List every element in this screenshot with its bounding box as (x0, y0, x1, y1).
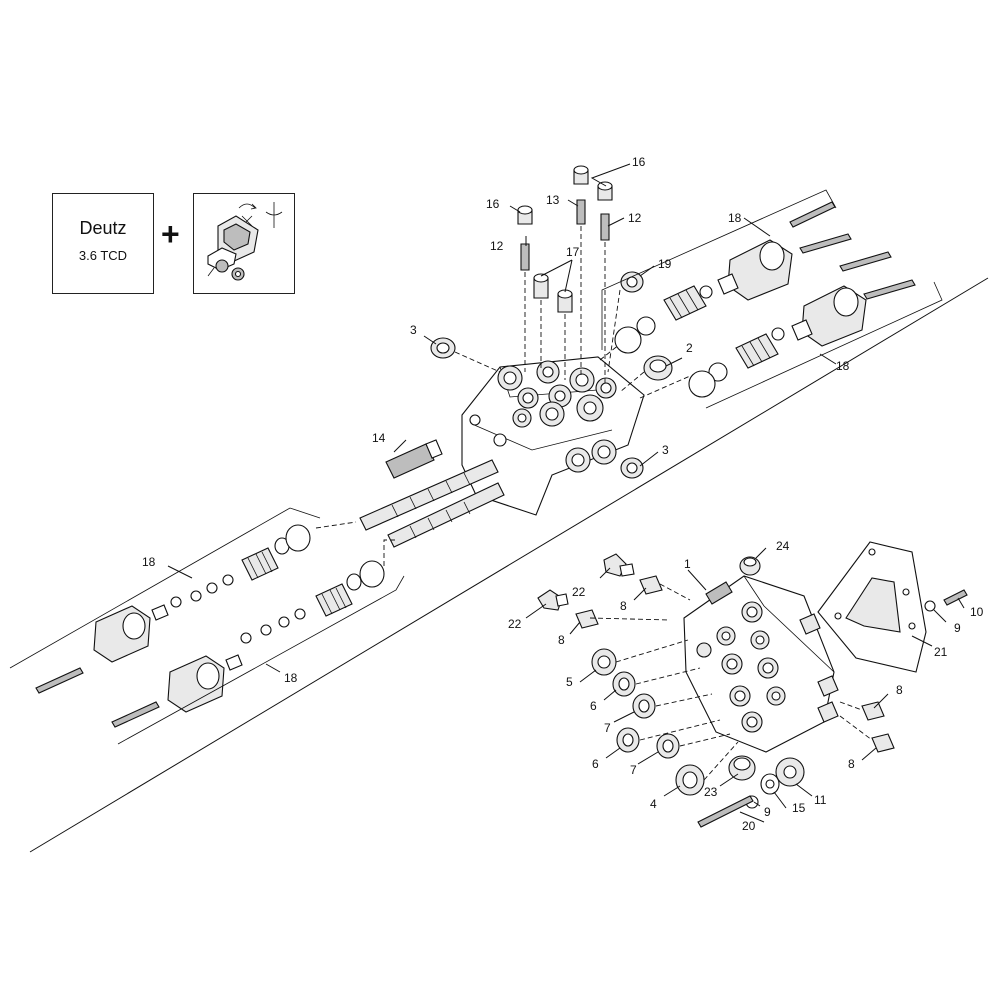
callout-22-upper: 22 (572, 585, 586, 599)
part-17-plug-b (557, 289, 573, 313)
callout-18-upper-right: 18 (728, 211, 742, 225)
part-4-plug (675, 764, 705, 796)
callout-13: 13 (546, 193, 560, 207)
callout-23: 23 (704, 785, 718, 799)
callout-9-bottom: 9 (764, 805, 771, 819)
callout-18-right: 18 (836, 359, 850, 373)
rotary-valve-option-icon (207, 202, 283, 281)
part-3-plug-top (430, 337, 456, 359)
callout-8-right-upper: 8 (896, 683, 903, 697)
callout-16-left: 16 (486, 197, 500, 211)
part-12-spring-b (600, 213, 610, 241)
part-24-cap (739, 556, 761, 576)
part-6-fitting-a (612, 671, 636, 697)
option-icon-box (193, 193, 295, 294)
engine-name: Deutz (79, 218, 127, 238)
leader-lines (167, 163, 965, 823)
part-2-cap (643, 355, 673, 381)
part-3-plug-side (620, 457, 644, 479)
part-8-fitting-d (871, 733, 895, 753)
lower-left-solenoid-group-a (35, 524, 311, 694)
part-11-spacer (775, 757, 805, 787)
part-20-bolt (697, 795, 754, 828)
callout-3-top: 3 (410, 323, 417, 337)
callout-1: 1 (684, 557, 691, 571)
bracket-upper-right-18a (601, 189, 837, 350)
engine-label-box: Deutz 3.6 TCD (52, 193, 154, 294)
callout-8-left: 8 (558, 633, 565, 647)
part-12-spring-a (520, 243, 530, 271)
part-22-elbow-fitting-a (603, 553, 635, 577)
callout-4: 4 (650, 797, 657, 811)
part-7-fitting-a (632, 693, 656, 719)
callout-7-lower: 7 (630, 763, 637, 777)
callout-10: 10 (970, 605, 984, 619)
callout-6-upper: 6 (590, 699, 597, 713)
callout-11: 11 (814, 793, 827, 807)
callout-18-lower-left: 18 (284, 671, 298, 685)
lower-left-insertion-line-a (315, 521, 357, 529)
callout-8-top: 8 (620, 599, 627, 613)
callout-3-side: 3 (662, 443, 669, 457)
part-21-mounting-plate (817, 541, 927, 673)
part-16-cap-b (573, 165, 589, 185)
part-17-plug-a (533, 273, 549, 299)
upper-spool-1 (359, 459, 499, 531)
part-5-fitting (591, 648, 617, 676)
lower-valve-body (683, 575, 839, 753)
part-14-relief-valve (385, 439, 443, 479)
plus-symbol: + (161, 216, 180, 252)
upper-spool-2 (387, 482, 505, 548)
lower-insertion-lines (589, 583, 873, 781)
callout-9-right: 9 (954, 621, 961, 635)
callout-14: 14 (372, 431, 386, 445)
part-19-plug (620, 271, 644, 293)
callout-12-left: 12 (490, 239, 504, 253)
part-10-bolt (943, 589, 968, 606)
callout-2: 2 (686, 341, 693, 355)
part-23-cap (728, 755, 756, 781)
part-9-washer-b (924, 600, 936, 612)
callout-12-right: 12 (628, 211, 642, 225)
callout-17: 17 (566, 245, 580, 259)
callout-7-upper: 7 (604, 721, 611, 735)
callout-15: 15 (792, 801, 806, 815)
bracket-upper-right-18b (705, 281, 943, 409)
callout-5: 5 (566, 675, 573, 689)
upper-right-solenoid-group-a (614, 201, 852, 354)
callout-20: 20 (742, 819, 756, 833)
engine-model: 3.6 TCD (78, 248, 128, 263)
part-6-fitting-b (616, 727, 640, 753)
callout-18-left: 18 (142, 555, 156, 569)
section-divider-line (29, 277, 989, 853)
upper-insertion-lines (454, 226, 691, 399)
part-8-fitting-c (861, 701, 885, 721)
part-8-fitting-b (575, 609, 599, 629)
part-7-fitting-b (656, 733, 680, 759)
upper-right-solenoid-group-b (688, 251, 916, 398)
part-15-washer (760, 773, 780, 795)
callout-24: 24 (776, 539, 790, 553)
bracket-lower-left-18a (9, 507, 321, 669)
callout-21: 21 (934, 645, 948, 659)
part-16-cap-a (517, 205, 533, 225)
part-13-spring (576, 199, 586, 225)
callout-16-right: 16 (632, 155, 646, 169)
callout-22-lower: 22 (508, 617, 522, 631)
lower-left-insertion-line-b (383, 539, 396, 566)
callout-19: 19 (658, 257, 672, 271)
callout-6-lower: 6 (592, 757, 599, 771)
bracket-lower-left-18b (117, 575, 405, 745)
part-16-cap-c (597, 181, 613, 201)
lower-left-solenoid-group-b (111, 560, 385, 728)
callout-8-right-lower: 8 (848, 757, 855, 771)
